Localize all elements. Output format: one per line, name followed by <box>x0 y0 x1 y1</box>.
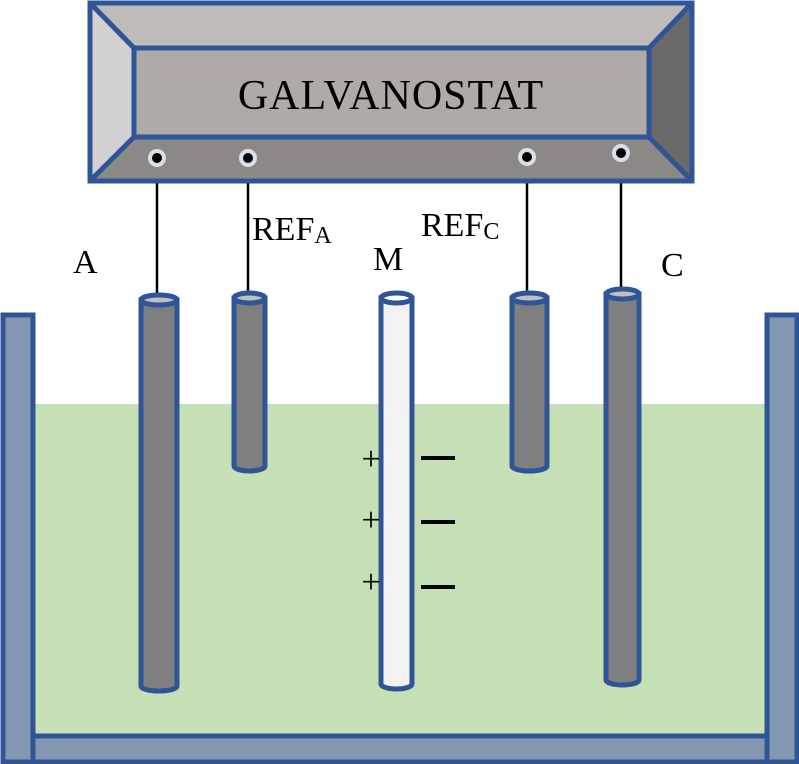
label-ref-c: REFC <box>421 207 499 245</box>
label-a: A <box>73 244 98 281</box>
device-face <box>134 48 649 137</box>
cylinder-body <box>231 295 268 474</box>
terminal-ref-c <box>518 148 536 166</box>
label-ref-a-main: REF <box>252 211 314 248</box>
label-m: M <box>373 241 403 278</box>
membrane-charges: + + + <box>361 441 455 601</box>
plus-sign: + <box>361 564 380 601</box>
label-ref-a: REFA <box>252 211 332 249</box>
minus-sign <box>421 520 455 524</box>
minus-sign <box>421 456 455 460</box>
tank-bottom <box>30 733 770 764</box>
device-bevel-bottom <box>90 137 692 181</box>
device-bevel-right <box>649 3 692 181</box>
cylinder-body <box>138 297 180 694</box>
terminal-c <box>612 144 630 162</box>
plus-sign: + <box>361 441 380 478</box>
galvanostat-device: GALVANOSTAT <box>87 0 695 184</box>
minus-sign <box>421 585 455 589</box>
cylinder-body <box>603 291 642 688</box>
terminal-a <box>148 149 166 167</box>
cylinder-body <box>378 295 415 692</box>
electrode-c <box>603 286 642 688</box>
tank <box>0 312 799 764</box>
cylinder-cap <box>603 286 642 302</box>
label-ref-c-main: REF <box>421 207 483 244</box>
device-title: GALVANOSTAT <box>238 73 544 119</box>
label-c: C <box>661 247 684 284</box>
cylinder-cap <box>231 290 268 306</box>
plus-sign: + <box>361 502 380 539</box>
electrode-ref-a <box>231 290 268 474</box>
cylinder-body <box>509 295 550 474</box>
tank-right-wall <box>764 312 799 764</box>
electrode-a <box>138 292 180 694</box>
tank-left-wall <box>0 312 36 764</box>
membrane-m <box>378 290 415 692</box>
device-bevel-left <box>90 3 134 181</box>
label-ref-a-sub: A <box>314 223 332 249</box>
label-ref-c-sub: C <box>483 219 499 245</box>
cylinder-cap <box>378 290 415 306</box>
device-bevel-top <box>90 3 692 48</box>
electrode-ref-c <box>509 290 550 474</box>
cylinder-cap <box>138 292 180 308</box>
terminal-ref-a <box>239 149 257 167</box>
terminals <box>148 144 630 167</box>
cylinder-cap <box>509 290 550 306</box>
